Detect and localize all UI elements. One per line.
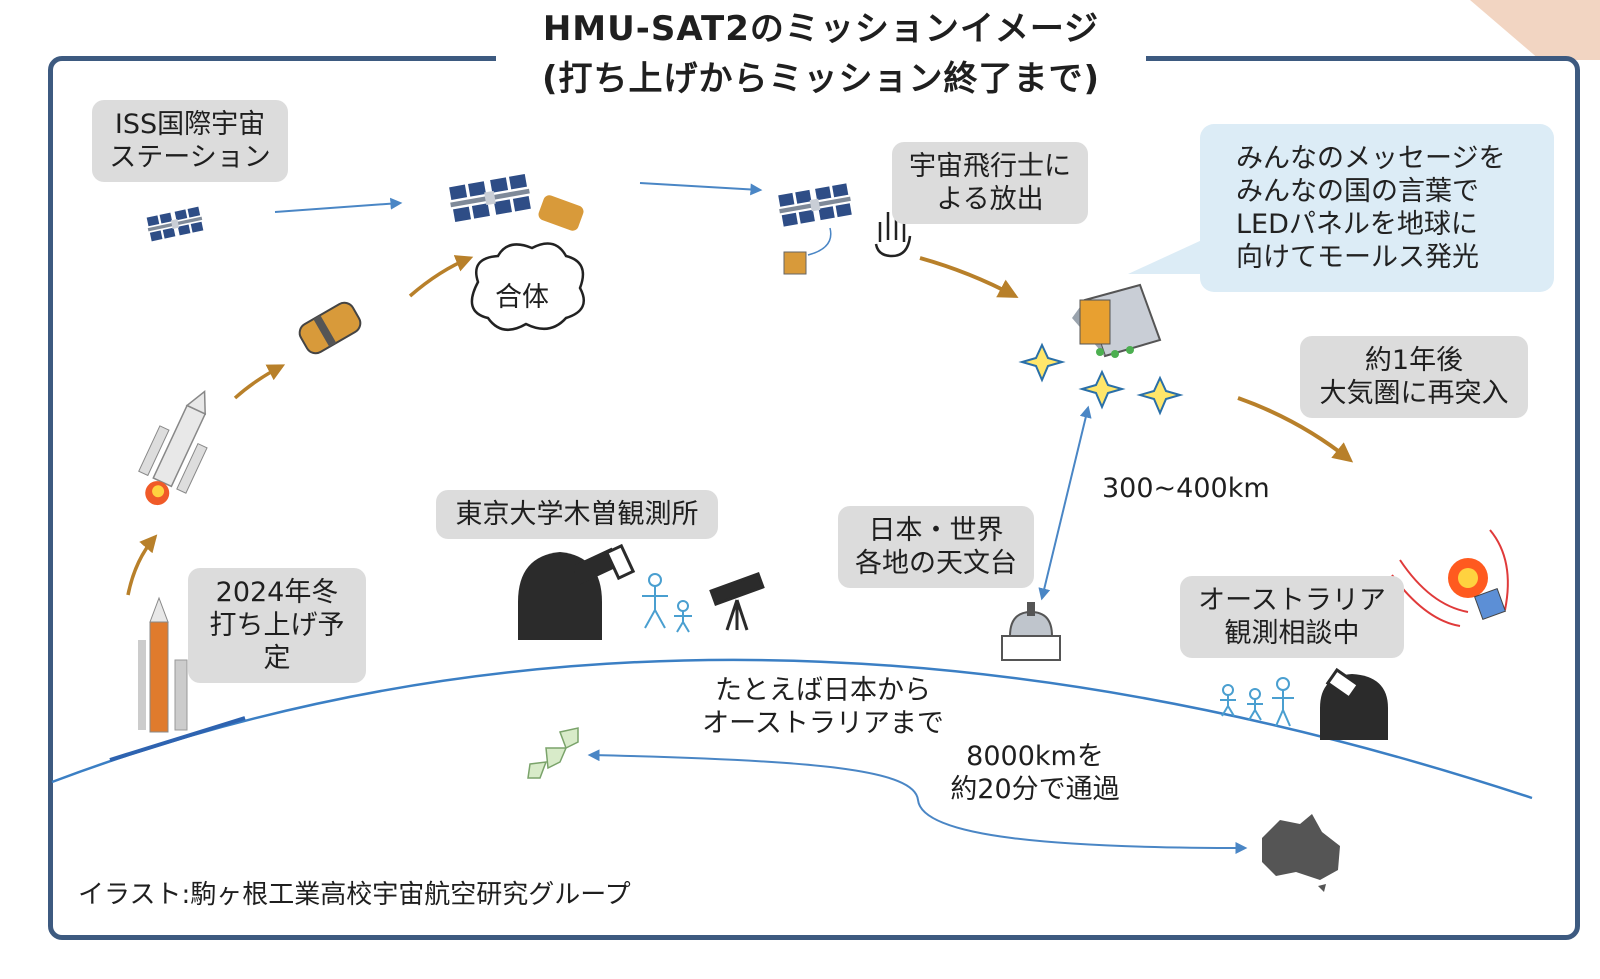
label-launch: 2024年冬 打ち上げ予定: [188, 568, 366, 683]
iss-small-icon: [145, 206, 205, 242]
earth-horizon: [51, 658, 1533, 800]
title-line-1: HMU-SAT2のミッションイメージ: [542, 9, 1100, 49]
bubble-tail: [1128, 240, 1202, 274]
title-mask: [496, 40, 1146, 80]
label-docking: 合体: [495, 282, 549, 313]
orbit-arrow-iss-1: [274, 197, 403, 213]
led-message-bubble: みんなのメッセージを みんなの国の言葉で LEDパネルを地球に 向けてモールス発…: [1200, 124, 1554, 292]
label-altitude: 300~400km: [1102, 473, 1270, 504]
docking-cloud: [470, 242, 585, 331]
trajectory-arrow-5: [1237, 396, 1354, 463]
launch-pad-ground: [109, 716, 246, 762]
trajectory-arrow-1: [126, 534, 158, 596]
kiso-observatory-icon: [518, 543, 636, 640]
label-iss: ISS国際宇宙 ステーション: [92, 100, 288, 182]
hmu-sat2-cubesat-icon: [1072, 283, 1162, 358]
label-astronaut-release: 宇宙飛行士に よる放出: [892, 142, 1088, 224]
illustration-credit: イラスト:駒ヶ根工業高校宇宙航空研究グループ: [78, 880, 631, 910]
waving-hand-icon: [874, 212, 912, 258]
label-reentry: 約1年後 大気圏に再突入: [1300, 336, 1528, 418]
label-kiso-observatory: 東京大学木曽観測所: [436, 490, 718, 539]
page-title: HMU-SAT2のミッションイメージ (打ち上げからミッション終了まで): [496, 4, 1146, 104]
rocket-flight-icon: [138, 390, 208, 506]
observer-figures-australia: [1220, 677, 1294, 727]
altitude-arrow: [1038, 405, 1092, 601]
iss-docked-icon: [447, 173, 584, 231]
japan-map-icon: [527, 727, 579, 779]
label-example-route: たとえば日本から オーストラリアまで: [702, 675, 944, 739]
label-australia-consulting: オーストラリア 観測相談中: [1180, 576, 1404, 658]
small-telescope-icon: [709, 571, 765, 631]
title-line-2: (打ち上げからミッション終了まで): [541, 59, 1101, 99]
australia-observatory-icon: [1320, 667, 1388, 740]
trajectory-arrow-2: [233, 364, 286, 400]
australia-map-icon: [1262, 814, 1340, 880]
htv-cargo-icon: [298, 301, 362, 355]
iss-release-icon: [776, 183, 854, 275]
observer-figures-kiso: [642, 573, 692, 633]
trajectory-arrow-4: [919, 256, 1019, 298]
label-world-observatories: 日本・世界 各地の天文台: [838, 506, 1034, 588]
label-distance-time: 8000kmを 約20分で通過: [950, 741, 1120, 805]
world-observatory-icon: [1001, 602, 1061, 661]
led-flash-star-icons: [1018, 342, 1184, 416]
trajectory-arrow-3: [408, 255, 474, 298]
reentry-fireball-icon: [1391, 529, 1509, 627]
rocket-pad-icon: [138, 596, 188, 733]
ground-track-arrow: [587, 749, 1248, 854]
orbit-arrow-iss-2: [639, 182, 763, 196]
